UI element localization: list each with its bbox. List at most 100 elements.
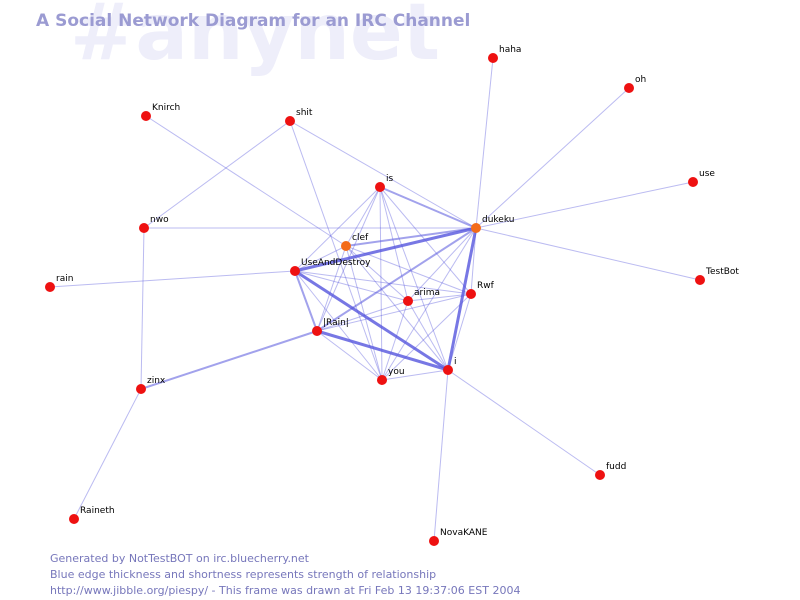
edge-clef-Rain [316,245,347,332]
edge-Rain-Rwf [316,293,472,332]
node-label: TestBot [705,267,739,277]
edge-nwo-zinx [140,227,145,390]
node-label: shit [296,108,313,118]
node-label: clef [352,233,369,243]
edge-shit-dukeku [289,120,477,229]
edge-clef-UseAndDestroy [294,245,347,272]
node-label: UseAndDestroy [301,258,371,268]
edge-clef-arima [345,245,409,302]
edge-i-you [381,369,449,381]
edge-shit-you [289,120,383,381]
node-rain: rain [45,274,73,292]
node-dot [312,326,322,336]
node-label: Knirch [152,103,180,113]
node-dot [136,384,146,394]
edge-is-i [379,186,449,371]
footer-generated-by: Generated by NotTestBOT on irc.bluecherr… [50,552,309,565]
node-label: use [699,169,715,179]
edge-Rwf-you [381,293,472,381]
node-nwo: nwo [139,215,169,233]
edge-Rain-you [316,330,383,381]
edge-UseAndDestroy-i [294,269,449,372]
edge-is-UseAndDestroy [294,186,381,272]
node-you: you [377,367,405,385]
node-dot [488,53,498,63]
edge-Rain-i [316,329,449,372]
node-NovaKANE: NovaKANE [429,528,488,546]
node-dot [45,282,55,292]
node-dot [443,365,453,375]
edge-Knirch-clef [145,115,347,247]
node-TestBot: TestBot [695,267,739,285]
node-label: is [386,174,394,184]
footer-url-timestamp: http://www.jibble.org/piespy/ - This fra… [50,584,521,597]
node-dot [595,470,605,480]
channel-watermark: #anynet [70,0,441,78]
edge-Rwf-arima [407,293,472,302]
edge-dukeku-clef [345,227,477,247]
node-label: Raineth [80,506,115,516]
node-dot [285,116,295,126]
node-dot [688,177,698,187]
node-Knirch: Knirch [141,103,180,121]
node-label: rain [56,274,73,284]
edge-layer [49,57,701,542]
node-dot [471,223,481,233]
edge-is-clef [345,186,381,247]
node-use: use [688,169,715,187]
node-label: dukeku [482,215,514,225]
edge-is-you [379,186,383,381]
node-haha: haha [488,45,521,63]
edge-shit-nwo [143,120,291,229]
node-i: i [443,357,457,375]
edge-dukeku-Rain [316,227,477,332]
edge-UseAndDestroy-Rwf [294,270,472,295]
edge-zinx-Rain [140,330,318,390]
node-label: Rwf [477,281,495,291]
node-dot [695,275,705,285]
edge-use-dukeku [475,181,694,229]
edge-arima-i [407,300,449,371]
node-Rwf: Rwf [466,281,495,299]
edge-clef-i [345,245,449,371]
node-dot [290,266,300,276]
node-clef: clef [341,233,369,251]
edge-haha-dukeku [475,57,494,229]
node-oh: oh [624,75,646,93]
page-title: A Social Network Diagram for an IRC Chan… [36,11,471,31]
edge-rain-UseAndDestroy [49,270,296,288]
node-dukeku: dukeku [471,215,514,233]
node-label: haha [499,45,521,55]
edge-i-NovaKANE [433,369,449,542]
edge-is-arima [379,186,409,302]
node-dot [141,111,151,121]
node-label: i [454,357,457,367]
node-dot [624,83,634,93]
edge-clef-you [345,245,383,381]
node-fudd: fudd [595,462,626,480]
edge-dukeku-i [446,227,478,371]
node-dot [375,182,385,192]
edge-Rain-arima [316,300,409,332]
edge-dukeku-arima [407,227,477,302]
edge-clef-Rwf [345,245,472,295]
node-Raineth: Raineth [69,506,115,524]
node-dot [403,296,413,306]
edge-Rwf-i [447,293,472,371]
node-dot [429,536,439,546]
node-label: zinx [147,376,166,386]
node-label: you [388,367,405,377]
edge-arima-you [381,300,409,381]
edge-zinx-Raineth [73,388,142,520]
node-dot [139,223,149,233]
node-Rain: |Rain| [312,318,349,336]
node-label: NovaKANE [440,528,488,538]
node-zinx: zinx [136,376,166,394]
node-dot [69,514,79,524]
node-label: |Rain| [323,318,349,328]
node-label: arima [414,288,440,298]
node-is: is [375,174,394,192]
node-shit: shit [285,108,313,126]
